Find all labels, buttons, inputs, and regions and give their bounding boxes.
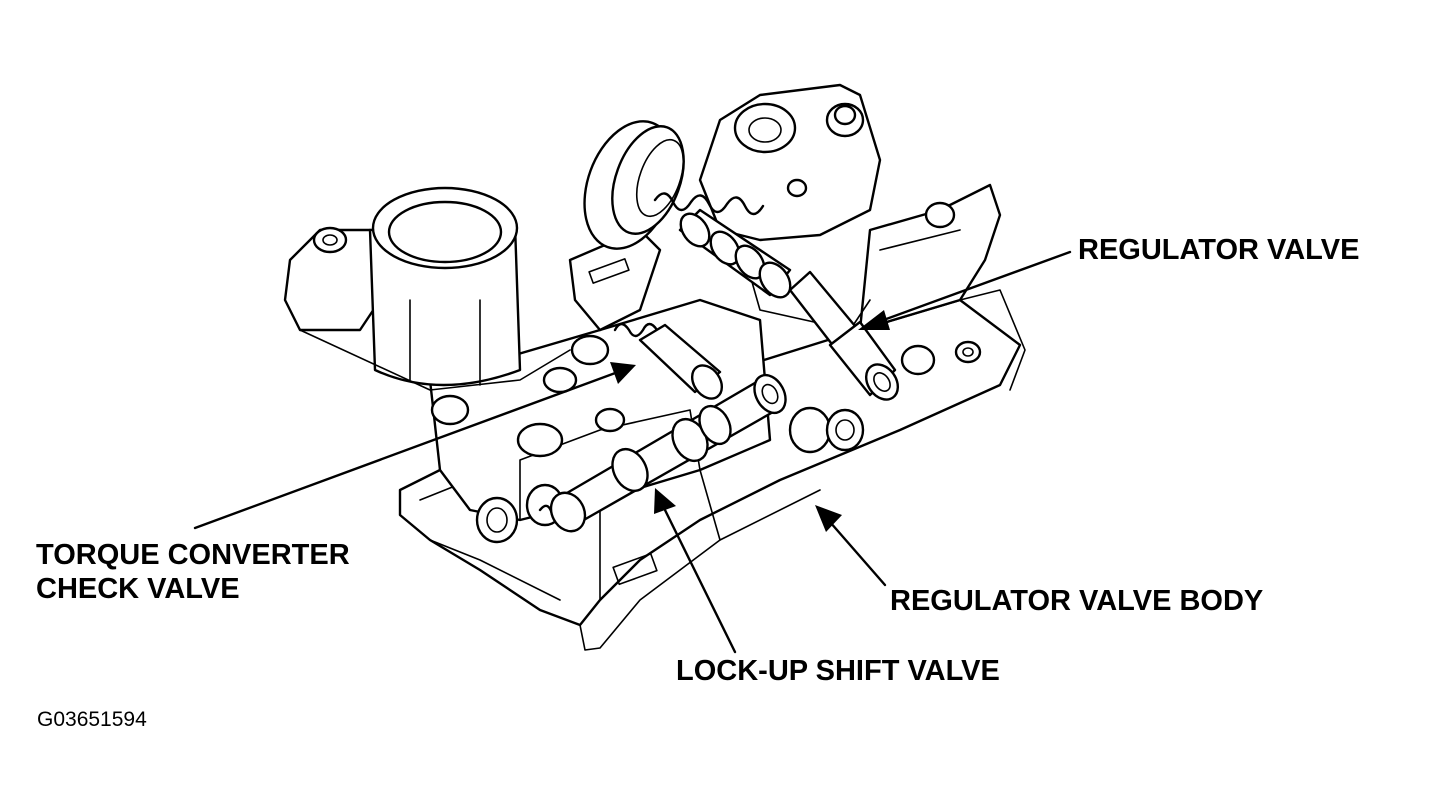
figure-id: G03651594 <box>37 708 147 731</box>
label-torque-converter-line1: TORQUE CONVERTER <box>36 539 350 571</box>
label-regulator-valve-body: REGULATOR VALVE BODY <box>890 585 1264 617</box>
label-lockup-shift-valve: LOCK-UP SHIFT VALVE <box>676 655 1000 687</box>
regulator-valve-drawing <box>653 192 900 401</box>
leader-lockup-shift-valve <box>654 488 737 654</box>
lockup-shift-valve-drawing <box>538 373 787 533</box>
label-regulator-valve: REGULATOR VALVE <box>1078 234 1360 266</box>
leader-torque-converter <box>193 362 636 530</box>
torque-converter-check-valve-drawing <box>613 322 724 400</box>
left-housing-drawing <box>283 186 662 458</box>
label-torque-converter-check-valve: TORQUE CONVERTER CHECK VALVE <box>36 538 350 606</box>
label-torque-converter-line2: CHECK VALVE <box>36 573 240 605</box>
leader-regulator-valve <box>858 250 1072 330</box>
leader-regulator-valve-body <box>815 505 887 587</box>
